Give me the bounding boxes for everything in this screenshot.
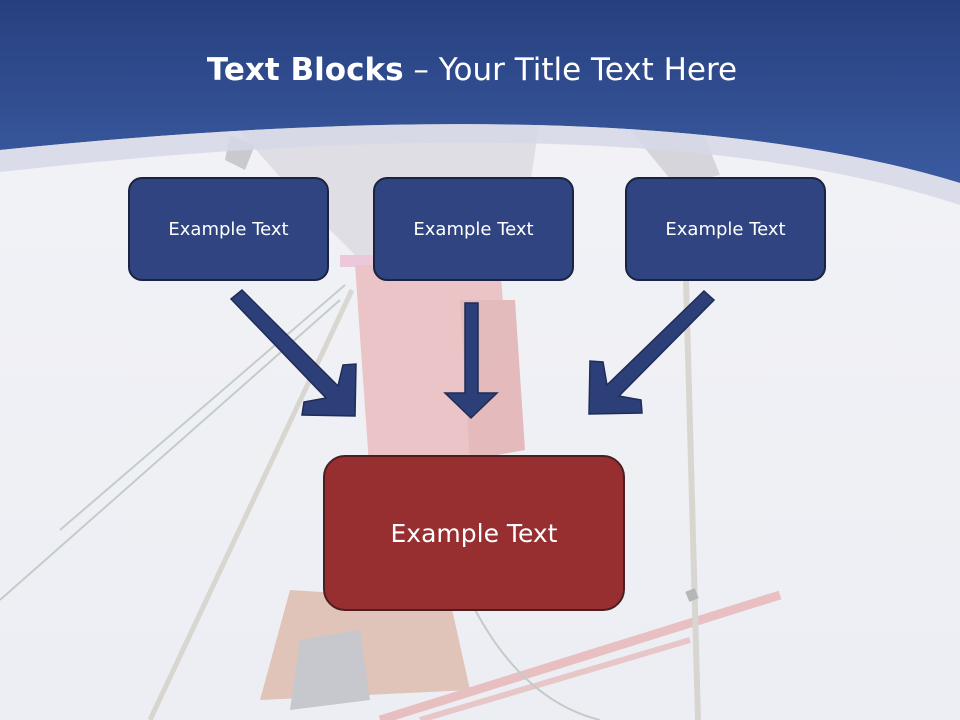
- text-block-left-label: Example Text: [168, 218, 289, 240]
- title-dash: –: [403, 52, 439, 88]
- title-rest: Your Title Text Here: [438, 52, 738, 88]
- text-block-right-label: Example Text: [665, 218, 786, 240]
- title-bold: Text Blocks: [206, 52, 404, 88]
- header-arc: [0, 124, 960, 205]
- text-block-center-label: Example Text: [413, 218, 534, 240]
- header-band: [0, 0, 960, 183]
- target-block[interactable]: Example Text: [323, 455, 625, 611]
- slide-title: Text Blocks – Your Title Text Here: [0, 52, 944, 88]
- target-block-label: Example Text: [390, 518, 558, 548]
- text-block-right[interactable]: Example Text: [625, 177, 826, 281]
- text-block-center[interactable]: Example Text: [373, 177, 574, 281]
- text-block-left[interactable]: Example Text: [128, 177, 329, 281]
